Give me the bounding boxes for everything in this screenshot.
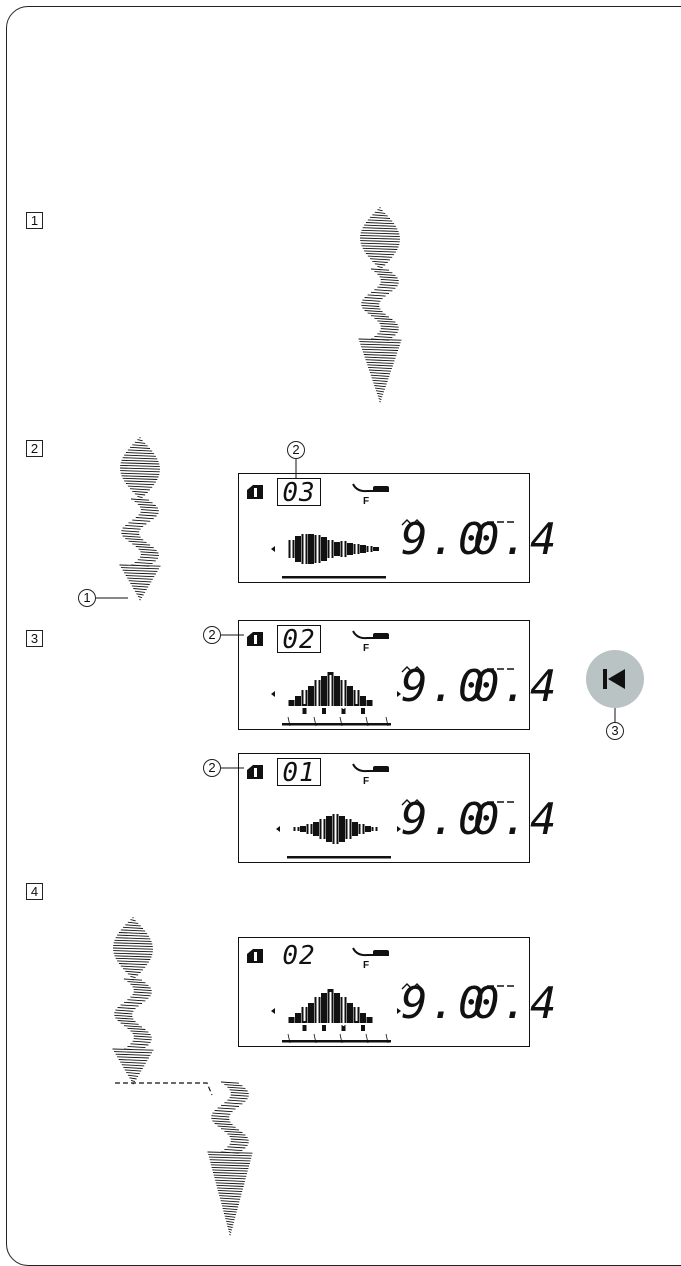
presser-foot-icon (352, 483, 389, 493)
stitch-length-value: 0.4 (473, 978, 559, 1029)
callout-2-a: 2 (287, 441, 305, 459)
stitch-illustration-step2 (119, 437, 161, 601)
stitch-length-value: 0.4 (473, 794, 559, 845)
stitch-width-icon (401, 983, 423, 990)
stitch-width-value: 9.0 (401, 514, 487, 565)
memory-icon (247, 949, 263, 963)
stitch-pattern-graphic (271, 672, 401, 727)
pattern-number: 03 (277, 478, 321, 507)
stitch-pattern-graphic (276, 812, 401, 859)
stitch-width-icon (401, 666, 423, 673)
stitch-length-value: 0.4 (473, 514, 559, 565)
callout-3: 3 (606, 722, 624, 740)
foot-label: F (363, 960, 370, 971)
callout-2-b: 2 (203, 626, 221, 644)
stitch-length-icon (487, 801, 517, 803)
callout-2-c: 2 (203, 759, 221, 777)
stitch-length-icon (487, 668, 517, 670)
stitch-pattern-graphic (271, 532, 386, 579)
pattern-number: 02 (282, 941, 316, 971)
stitch-width-value: 9.0 (401, 978, 487, 1029)
presser-foot-icon (352, 763, 389, 773)
stitch-illustration-step1 (358, 207, 402, 403)
lcd-screen-3: 01 F 9.0 0.4 (238, 753, 556, 863)
stitch-width-icon (401, 799, 423, 806)
stitch-width-icon (401, 519, 423, 526)
pattern-number: 02 (277, 625, 321, 654)
memory-icon (247, 765, 263, 779)
foot-label: F (363, 776, 370, 787)
stitch-length-icon (487, 521, 517, 523)
stitch-length-icon (487, 985, 517, 987)
presser-foot-icon (352, 947, 389, 957)
memory-icon (247, 485, 263, 499)
presser-foot-icon (352, 630, 389, 640)
skip-to-start-icon (603, 669, 625, 689)
foot-label: F (363, 496, 370, 507)
stitch-length-value: 0.4 (473, 661, 559, 712)
lcd-screen-1: 03 F 9.0 0.4 (238, 473, 556, 583)
callout-1: 1 (78, 589, 96, 607)
stitch-width-value: 9.0 (401, 661, 487, 712)
memory-icon (247, 632, 263, 646)
foot-label: F (363, 643, 370, 654)
stitch-pattern-graphic (271, 989, 401, 1044)
stitch-illustration-step4-bottom (207, 1081, 253, 1236)
stitch-width-value: 9.0 (401, 794, 487, 845)
step-3-marker: 3 (26, 630, 43, 647)
step-1-marker: 1 (26, 212, 43, 229)
pattern-number: 01 (277, 758, 321, 787)
lcd-screen-4: 02 F 9.0 0.4 (238, 937, 556, 1047)
lcd-screen-2: 02 F 9.0 0.4 (238, 620, 556, 730)
step-2-marker: 2 (26, 440, 43, 457)
step-4-marker: 4 (26, 883, 43, 900)
skip-to-start-button[interactable] (586, 650, 644, 708)
stitch-illustration-step4-top (112, 917, 154, 1085)
